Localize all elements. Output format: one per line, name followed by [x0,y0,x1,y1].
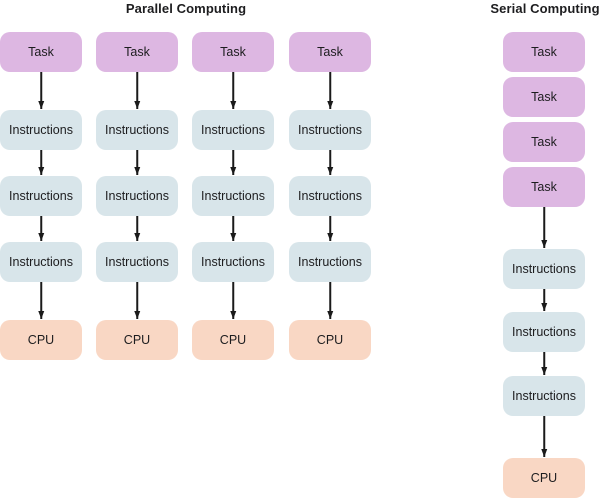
flow-arrow [40,72,42,109]
flow-arrow [232,216,234,241]
task-node: Task [289,32,371,72]
instructions-node: Instructions [289,176,371,216]
task-node: Task [503,122,585,162]
instructions-node: Instructions [192,176,274,216]
instructions-node: Instructions [289,110,371,150]
cpu-node: CPU [0,320,82,360]
flow-arrow [136,216,138,241]
task-node: Task [0,32,82,72]
flow-arrow [543,289,545,311]
instructions-node: Instructions [503,312,585,352]
instructions-node: Instructions [192,242,274,282]
parallel-computing-title: Parallel Computing [125,1,247,16]
flow-arrow [136,282,138,319]
flow-arrow [136,72,138,109]
flow-arrow [543,207,545,248]
flow-arrow [136,150,138,175]
serial-computing-title: Serial Computing [490,1,600,16]
cpu-node: CPU [503,458,585,498]
instructions-node: Instructions [96,110,178,150]
flow-arrow [329,216,331,241]
instructions-node: Instructions [96,242,178,282]
instructions-node: Instructions [503,249,585,289]
flow-arrow [232,282,234,319]
cpu-node: CPU [289,320,371,360]
task-node: Task [96,32,178,72]
instructions-node: Instructions [96,176,178,216]
task-node: Task [503,32,585,72]
flow-arrow [40,150,42,175]
flow-arrow [40,282,42,319]
task-node: Task [503,77,585,117]
flow-arrow [40,216,42,241]
instructions-node: Instructions [0,242,82,282]
instructions-node: Instructions [0,110,82,150]
cpu-node: CPU [96,320,178,360]
instructions-node: Instructions [0,176,82,216]
instructions-node: Instructions [192,110,274,150]
task-node: Task [192,32,274,72]
cpu-node: CPU [192,320,274,360]
task-node: Task [503,167,585,207]
flow-arrow [232,72,234,109]
flow-arrow [232,150,234,175]
instructions-node: Instructions [289,242,371,282]
instructions-node: Instructions [503,376,585,416]
flow-arrow [543,416,545,457]
flow-arrow [543,352,545,375]
flow-arrow [329,150,331,175]
flow-arrow [329,72,331,109]
flow-arrow [329,282,331,319]
